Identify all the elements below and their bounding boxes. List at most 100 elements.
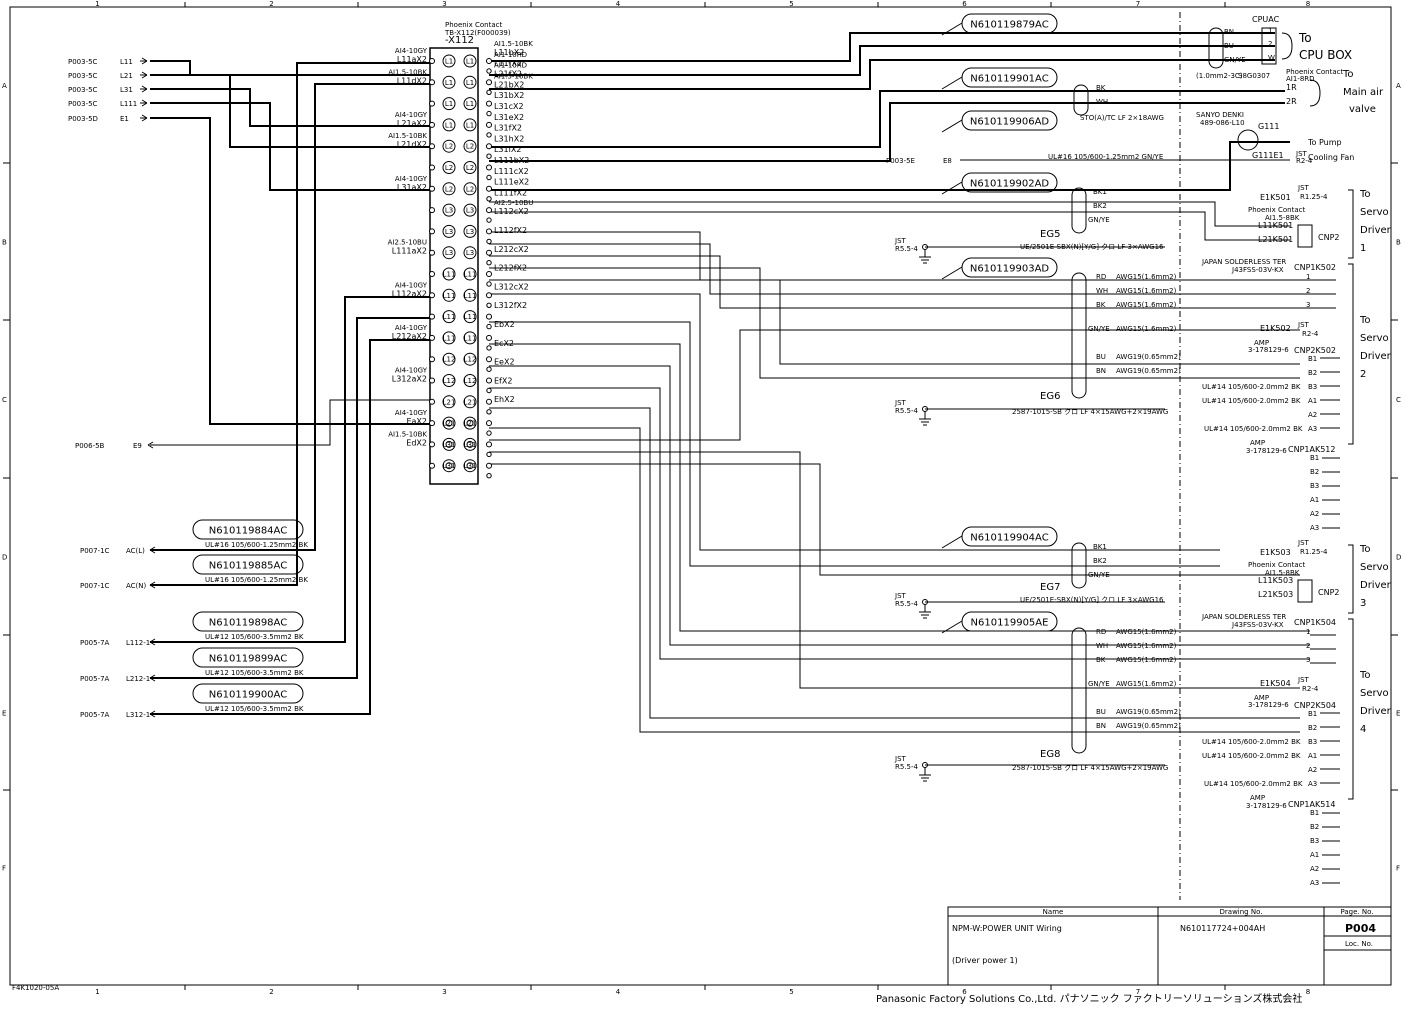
- air-brace: [1309, 79, 1321, 107]
- tag-bn: BN: [1096, 722, 1106, 730]
- bottom-cable-box-label: N610119899AC: [209, 654, 287, 665]
- pin-b: A2: [1308, 411, 1317, 419]
- bottom-cable-box: [192, 554, 304, 575]
- driver-l1: L11K501: [1258, 221, 1293, 230]
- right-term-label: L31iX2: [494, 145, 521, 154]
- driver-l2: L21K501: [1258, 235, 1293, 244]
- terminal-mark-right: L1: [466, 79, 474, 87]
- bottom-cable-page: P007-1C: [80, 582, 110, 590]
- wire-L111: [150, 102, 430, 191]
- bottom-cable-page: P005-7A: [80, 711, 110, 719]
- row-letter-left: C: [2, 396, 7, 404]
- driver-cnp2: CNP2: [1318, 233, 1339, 242]
- left-term-label: L111aX2: [392, 247, 427, 256]
- right-term-label: L21fX2: [494, 70, 522, 79]
- driver-jst2: JST: [1297, 321, 1310, 329]
- terminal-ring-left: [429, 292, 435, 299]
- left-ferrule: AI4-10GY: [395, 111, 428, 119]
- earth-mark: [445, 419, 453, 427]
- left-signal-page: P003-5C: [68, 58, 98, 66]
- terminal-ring-right-sub: [486, 238, 492, 245]
- pin-c: A2: [1310, 510, 1319, 518]
- driver-r125: R1.25-4: [1300, 193, 1328, 201]
- driver-phoenix: Phoenix Contact: [1248, 206, 1305, 214]
- pin-123: 2: [1306, 642, 1310, 650]
- terminal-mark-right: L3: [466, 228, 474, 236]
- right-term-label: L11fX2: [494, 59, 522, 68]
- pin-c: A3: [1310, 524, 1319, 532]
- air-dest2: valve: [1349, 104, 1376, 115]
- air-wire-wh: WH: [1096, 98, 1108, 106]
- eg8-bundle: [1071, 627, 1087, 754]
- driver-amp-part2: 3-178129-6: [1246, 802, 1287, 810]
- terminal-mark-left: L3: [445, 207, 453, 215]
- tag-ul14: UL#14 105/600-2.0mm2 BK: [1202, 383, 1301, 391]
- col-number-bottom: 1: [95, 988, 99, 996]
- air-pin: 1R: [1286, 83, 1297, 92]
- terminal-ring-left: [429, 271, 435, 277]
- terminal-screw-right: [463, 182, 477, 196]
- tb-ref: -X112: [445, 35, 474, 46]
- terminal-mark-left: L1: [445, 100, 453, 108]
- terminal-screw-left: [442, 288, 456, 302]
- terminal-screw-right: [463, 288, 477, 302]
- bottom-cable-wire: [150, 339, 430, 715]
- cable-box-c4-label: N610119902AD: [970, 179, 1050, 190]
- left-signal-name: L31: [120, 86, 133, 94]
- driver-r125: R1.25-4: [1300, 548, 1328, 556]
- terminal-ring-left: [429, 441, 435, 448]
- terminal-ring-right-sub: [486, 89, 492, 96]
- tag-awg15: AWG15(1.6mm2): [1116, 656, 1177, 664]
- bottom-cable-wire: [150, 83, 430, 551]
- terminal-mark-left: L31: [443, 441, 456, 449]
- terminal-mark-left: L11: [443, 292, 456, 300]
- driver-amp-part2: 3-178129-6: [1246, 447, 1287, 455]
- col-number-bottom: 8: [1306, 988, 1310, 996]
- pump-part: 489-086-L10: [1200, 119, 1245, 127]
- terminal-ring-right: [486, 143, 492, 150]
- tag-bk2: BK2: [1093, 557, 1107, 565]
- driver-jpart: J43FSS-03V-KX: [1231, 621, 1284, 629]
- left-signal-name: L11: [120, 58, 133, 66]
- terminal-ring-left: [429, 228, 435, 235]
- driver-ai15: AI1.5-8BK: [1265, 569, 1300, 577]
- bottom-cable-box-label: N610119885AC: [209, 561, 287, 572]
- terminal-ring-right: [486, 185, 492, 192]
- terminal-mark-left: L11: [443, 271, 456, 279]
- bottom-cable-name: AC(L): [126, 547, 145, 555]
- right-ferrule: AI1.5-10BK: [494, 72, 533, 80]
- pin-c: B3: [1310, 837, 1319, 845]
- pin-123: 3: [1306, 656, 1310, 664]
- terminal-ring-right: [486, 356, 492, 363]
- terminal-mark-right: L31: [464, 462, 477, 470]
- terminal-ring-right-sub: [486, 473, 492, 479]
- terminal-mark-right: L3: [466, 249, 474, 257]
- jst-name: JST: [894, 592, 907, 600]
- right-term-label: L21bX2: [494, 80, 524, 89]
- bottom-cable-name: L112-1: [126, 639, 150, 647]
- tb-page: P004: [1345, 922, 1376, 935]
- wire-E1: [150, 117, 430, 425]
- terminal-ring-right: [486, 249, 492, 256]
- pin-b: B2: [1308, 724, 1317, 732]
- col-number-top: 8: [1306, 0, 1310, 8]
- row-letter-right: B: [1396, 239, 1401, 247]
- footer-left: F4K1020-05A: [12, 984, 59, 992]
- terminal-ring-right-sub: [486, 323, 492, 330]
- cable-box-c3-label: N610119906AD: [970, 117, 1050, 128]
- pin-c: B1: [1310, 809, 1319, 817]
- company-name: Panasonic Factory Solutions Co.,Ltd. パナソ…: [876, 992, 1302, 1005]
- cable-leader: [941, 535, 963, 549]
- terminal-screw-right: [463, 246, 477, 260]
- cable-box-c5-label: N610119903AD: [970, 264, 1050, 275]
- right-term-label: EbX2: [494, 320, 515, 329]
- driver-cnp-b: CNP2K502: [1294, 346, 1336, 355]
- driver-l1: L11K503: [1258, 576, 1293, 585]
- driver-brace-1: [1348, 189, 1354, 259]
- col-number-bottom: 3: [442, 988, 446, 996]
- driver-amp2: AMP: [1250, 439, 1265, 447]
- terminal-mark-right: L2: [466, 164, 474, 172]
- pin-b: B3: [1308, 383, 1317, 391]
- terminal-screw-right: [463, 437, 477, 451]
- terminal-screw-right: [463, 118, 477, 132]
